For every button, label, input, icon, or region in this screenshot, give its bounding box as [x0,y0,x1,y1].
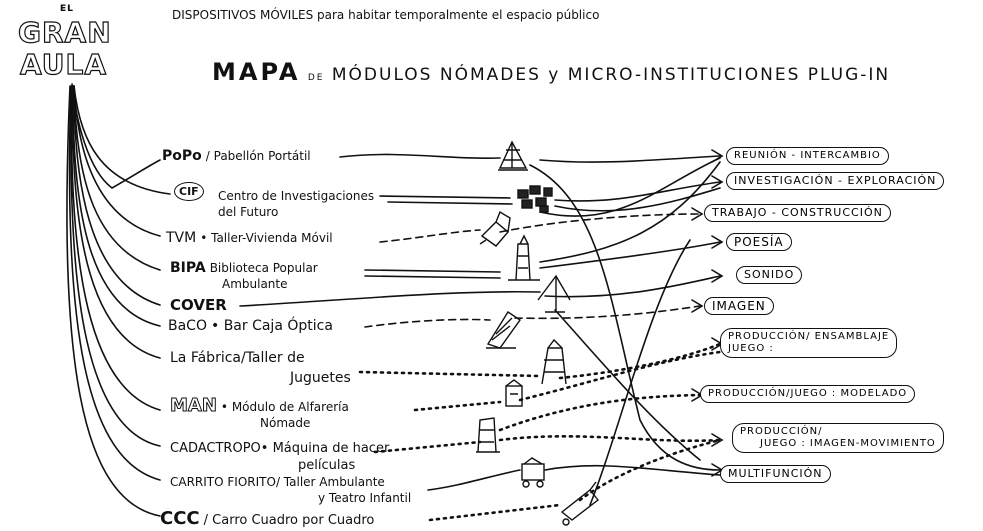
subtitle: DISPOSITIVOS MÓVILES para habitar tempor… [172,8,600,22]
outcome-line-1: PRODUCCIÓN/ ENSAMBLAJE [728,331,890,342]
workshop-house-sketch [479,210,511,247]
outcome-connectors [498,155,722,506]
module-label: /Taller de [240,350,305,366]
module-cif-label: Centro de Investigaciones del Futuro [218,188,374,220]
module-label: / Pabellón Portátil [205,149,311,163]
module-abbr: BaCO [168,318,207,334]
page-title: MAPA DE MÓDULOS NÓMADES y MICRO-INSTITUC… [212,58,890,86]
module-abbr: CADACTROPO [170,441,261,456]
pavilion-sketch [498,140,528,171]
outcome-produccion-ensamblaje: PRODUCCIÓN/ ENSAMBLAJE JUEGO : [720,328,898,358]
carrito-sketch [521,457,545,488]
outcome-reunion-intercambio: REUNIÓN - INTERCAMBIO [726,147,889,165]
gran-aula-logo: EL GRAN AULA [14,4,114,88]
module-label: • Taller-Vivienda Móvil [200,231,333,245]
module-label-2: Nómade [260,416,311,430]
outcome-investigacion-exploracion: INVESTIGACIÓN - EXPLORACIÓN [726,172,945,190]
module-la-fabrica: La Fábrica/Taller de Juguetes [170,348,351,388]
module-cif: CIF [174,182,208,201]
cover-tent-sketch [537,274,571,313]
module-man: MAN• Módulo de Alfarería Nómade [170,395,349,431]
title-rest: MÓDULOS NÓMADES y MICRO-INSTITUCIONES PL… [331,65,891,85]
tree-branches [66,83,171,517]
module-abbr: TVM [166,230,197,246]
module-baco: BaCO• Bar Caja Óptica [168,318,333,334]
module-abbr: CIF [174,182,204,201]
module-abbr: PoPo [162,148,202,164]
module-label: • Bar Caja Óptica [210,318,333,334]
film-machine-sketch [476,417,500,453]
research-module-sketch [517,185,553,213]
module-ccc: CCC/ Carro Cuadro por Cuadro [160,508,374,529]
module-label: Centro de Investigaciones [218,189,375,203]
outcome-multifuncion: MULTIFUNCIÓN [720,465,831,483]
pottery-module-sketch [505,379,523,407]
outcome-line-1: PRODUCCIÓN/ [740,426,823,437]
outcome-trabajo-construccion: TRABAJO - CONSTRUCCIÓN [704,204,891,222]
module-label: • Máquina de hacer [260,441,390,456]
outcome-imagen: IMAGEN [704,297,774,315]
logo-line1: GRAN [17,15,112,49]
module-carrito-fiorito: CARRITO FIORITO/ Taller Ambulante y Teat… [170,474,411,506]
outcome-line-2: JUEGO : [728,343,774,354]
outcome-produccion-modelado: PRODUCCIÓN/JUEGO : MODELADO [700,385,916,403]
module-popo: PoPo/ Pabellón Portátil [162,148,311,164]
module-abbr: MAN [170,395,218,416]
module-label-2: Ambulante [222,277,288,291]
outcome-produccion-imagen-movimiento: PRODUCCIÓN/ JUEGO : IMAGEN-MOVIMIENTO [732,423,944,453]
module-connectors [239,153,562,522]
module-label: / Taller Ambulante [275,475,385,489]
logo-line2: AULA [19,47,108,81]
module-label-2: Juguetes [290,370,351,386]
logo-small: EL [60,4,74,14]
arrowheads [691,149,724,477]
optical-box-bar-sketch [486,311,521,349]
outcome-sonido: SONIDO [736,266,803,284]
module-label: Biblioteca Popular [209,261,318,275]
module-cover: COVER [170,296,231,314]
module-cadactropo: CADACTROPO• Máquina de hacer películas [170,440,389,474]
module-abbr: La Fábrica [170,350,241,366]
outcome-poesia: POESÍA [726,233,792,251]
module-label: • Módulo de Alfarería [220,400,349,414]
module-abbr: BIPA [170,260,206,276]
outcome-line-2: JUEGO : IMAGEN-MOVIMIENTO [760,438,936,449]
library-tower-sketch [508,234,540,281]
module-tvm: TVM• Taller-Vivienda Móvil [166,230,333,246]
ccc-cart-sketch [560,481,599,526]
module-abbr: COVER [170,296,227,314]
module-abbr: CARRITO FIORITO [170,475,276,489]
module-abbr: CCC [160,508,200,529]
module-label-2: del Futuro [218,205,279,219]
title-de: DE [307,73,325,83]
toy-factory-sketch [541,338,567,385]
title-main: MAPA [212,58,301,86]
module-label-2: películas [298,458,356,473]
module-label-2: y Teatro Infantil [318,491,412,505]
module-label: / Carro Cuadro por Cuadro [203,513,375,528]
